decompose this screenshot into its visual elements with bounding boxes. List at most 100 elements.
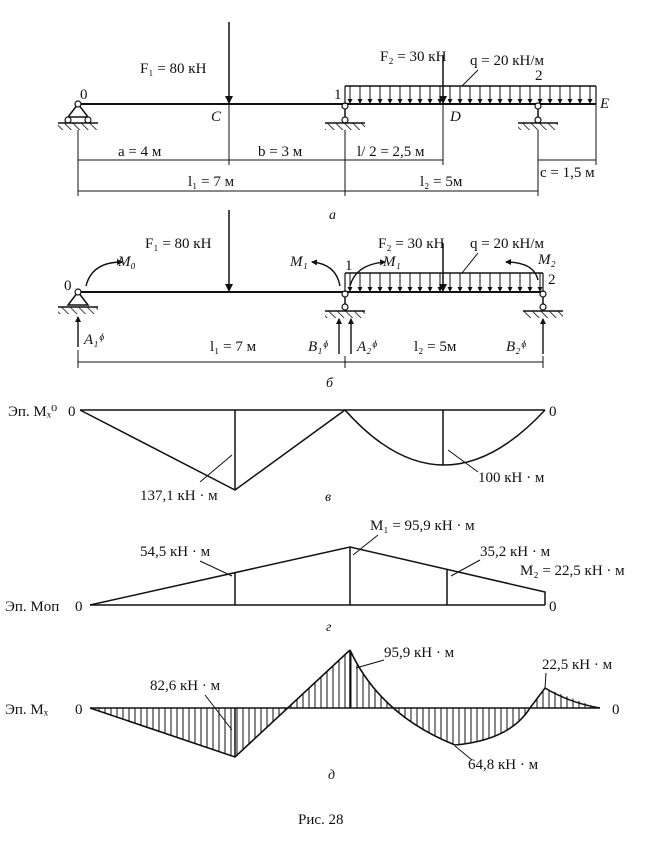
moment-M1-right-arrow: [349, 259, 386, 287]
point-C-label: C: [211, 109, 222, 125]
point-D-label: D: [449, 109, 461, 125]
load-arrow-head: [467, 287, 473, 292]
node-0-label-a: 0: [80, 87, 88, 103]
diagram-g-title: Эп. Mоп: [5, 599, 59, 615]
load-arrow-head: [447, 99, 453, 104]
diagram-d-val-sup1: 95,9 кН · м: [384, 645, 455, 661]
load-arrow-head: [387, 287, 393, 292]
caption-v: в: [325, 490, 331, 505]
figure-caption: Рис. 28: [298, 812, 344, 828]
diagram-v-left-zero: 0: [68, 404, 76, 420]
load-arrow-head: [447, 287, 453, 292]
leader-d-1: [204, 694, 233, 731]
support-2-a: [518, 102, 558, 130]
support-0-a: [58, 100, 98, 130]
polyline-g: [89, 546, 546, 606]
caption-d: д: [328, 768, 335, 783]
load-arrow-head: [497, 287, 503, 292]
moment-M1-left-label: M₁: [289, 254, 308, 270]
dim-l2-label-b: l₂ = 5м: [414, 339, 457, 355]
load-arrow-head: [537, 99, 543, 104]
load-arrow-head: [427, 287, 433, 292]
load-arrow-head: [507, 99, 513, 104]
load-arrow-head: [587, 99, 593, 104]
diagram-g-right-zero: 0: [549, 599, 557, 615]
load-arrow-head: [367, 99, 373, 104]
load-arrow-head: [407, 287, 413, 292]
scheme-a: F₁ = 80 кН F₂ = 30 кН q = 20 кН/м 0 1 2 …: [58, 22, 609, 223]
dim-l1-label-a: l₁ = 7 м: [188, 174, 235, 190]
load-arrow-head: [377, 99, 383, 104]
diagram-v: Эп. Mₓ⁰ 0 0 137,1 кН · м 100 кН · м в: [8, 404, 557, 505]
reaction-A1-label: A₁ᶲ: [83, 332, 104, 348]
caption-b: б: [326, 376, 334, 391]
load-arrow-head: [517, 99, 523, 104]
reaction-B2-label: B₂ᶲ: [506, 339, 526, 355]
node-1-label-b: 1: [345, 258, 353, 274]
leader-d-4: [544, 672, 547, 689]
parabola-v: [344, 409, 546, 466]
diagram-g-val-mid-left: 54,5 кН · м: [140, 544, 211, 560]
diagram-g: Эп. Mоп 0 0 54,5 кН · м M₁ = 95,9 кН · м…: [5, 518, 625, 635]
dim-l2-label-a: l₂ = 5м: [420, 174, 463, 190]
moment-M2-arrow: [505, 259, 539, 281]
dimensions-a: [77, 104, 597, 196]
reaction-B1-label: B₁ᶲ: [308, 339, 328, 355]
load-arrow-head: [357, 287, 363, 292]
load-arrow-head: [477, 287, 483, 292]
load-arrow-head: [367, 287, 373, 292]
diagram-d-right-zero: 0: [612, 702, 620, 718]
load-q-label-a: q = 20 кН/м: [470, 53, 544, 69]
load-arrow-head: [467, 99, 473, 104]
load-arrow-head: [487, 99, 493, 104]
leader-d-3: [454, 745, 473, 761]
dim-l1-label-b: l₁ = 7 м: [210, 339, 257, 355]
scheme-b: F₁ = 80 кН F₂ = 30 кН q = 20 кН/м M₀ M₁ …: [58, 210, 563, 391]
load-arrow-head: [377, 287, 383, 292]
diagram-g-left-zero: 0: [75, 599, 83, 615]
force-F2-label-a: F₂ = 30 кН: [380, 49, 447, 65]
load-arrow-head: [347, 99, 353, 104]
dim-b-label: b = 3 м: [258, 144, 303, 160]
load-arrow-head: [557, 99, 563, 104]
force-F1-label-a: F₁ = 80 кН: [140, 61, 207, 77]
node-0-label-b: 0: [64, 278, 72, 294]
node-2-label-b: 2: [548, 272, 556, 288]
diagram-v-val-left: 137,1 кН · м: [140, 488, 218, 504]
dimensions-b: [77, 350, 544, 368]
load-arrow-head: [417, 99, 423, 104]
diagram-d-val-sag1: 82,6 кН · м: [150, 678, 221, 694]
distributed-load-b: [344, 272, 544, 292]
diagram-v-title: Эп. Mₓ⁰: [8, 404, 57, 420]
leader-v-right: [447, 449, 479, 473]
caption-a: a: [329, 208, 336, 223]
diagram-g-val-M2: M₂ = 22,5 кН · м: [520, 563, 625, 579]
load-arrow-head: [407, 99, 413, 104]
load-q-leader-a: [461, 69, 479, 87]
diagram-d-left-zero: 0: [75, 702, 83, 718]
outline-d-3: [529, 686, 601, 709]
load-arrow-head: [357, 99, 363, 104]
diagram-v-right-zero: 0: [549, 404, 557, 420]
load-arrow-head: [417, 287, 423, 292]
force-F2-label-b: F₂ = 30 кН: [378, 236, 445, 252]
leader-g-1: [199, 560, 233, 577]
moment-M1-left-arrow: [311, 259, 341, 287]
diagram-d: Эп. Mₓ 0 0 82,6 кН · м 95,9 кН · м 64,8 …: [5, 645, 620, 783]
load-arrow-head: [517, 287, 523, 292]
load-arrow-head: [457, 287, 463, 292]
load-arrow-head: [387, 99, 393, 104]
outline-d-2: [349, 649, 531, 746]
load-arrow-head: [487, 287, 493, 292]
moment-M2-label: M₂: [537, 252, 556, 268]
triangle-v: [79, 409, 346, 491]
diagram-g-val-mid-right: 35,2 кН · м: [480, 544, 551, 560]
support-2-b: [523, 290, 563, 318]
leader-g-3: [450, 559, 481, 577]
diagram-d-val-sup2: 22,5 кН · м: [542, 657, 613, 673]
diagram-d-title: Эп. Mₓ: [5, 702, 49, 718]
reaction-A2-label: A₂ᶲ: [356, 339, 377, 355]
support-0-b: [58, 288, 98, 314]
moment-M1-right-label: M₁: [382, 254, 401, 270]
dim-c-label: c = 1,5 м: [540, 165, 595, 181]
